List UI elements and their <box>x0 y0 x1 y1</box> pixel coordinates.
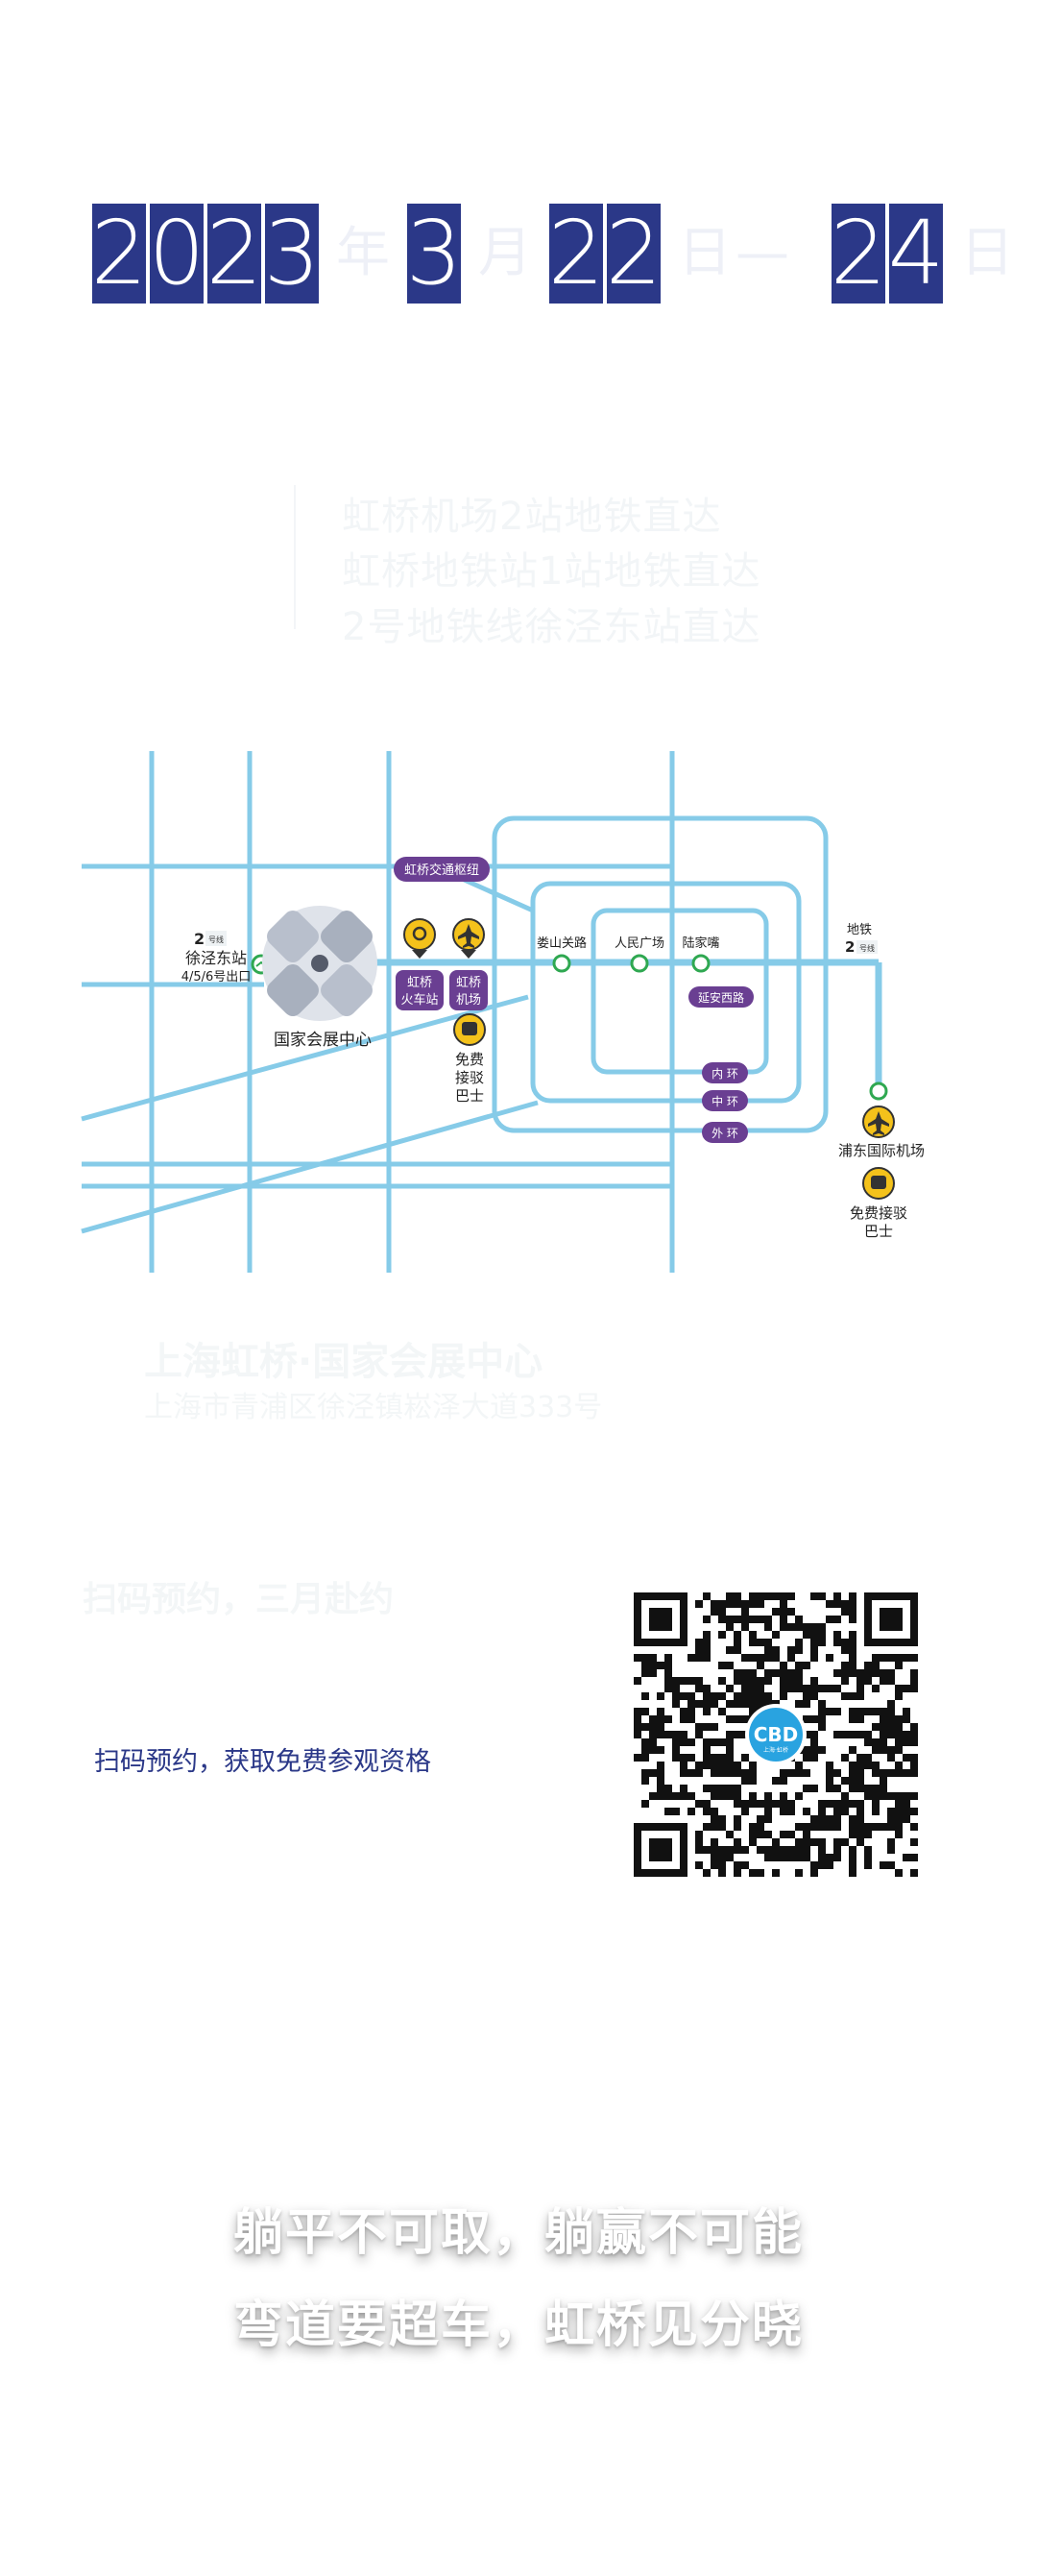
lushan-metro-icon <box>552 954 571 973</box>
venue-building-icon <box>262 906 377 1021</box>
hub-badge <box>394 857 490 882</box>
day-unit: 日 <box>678 222 732 284</box>
map-road-d1 <box>81 994 529 1122</box>
bus-left-l3: 巴士 <box>455 1087 484 1105</box>
train-pointer <box>412 950 427 959</box>
inner-ring-road <box>591 908 769 1075</box>
transit-map: 虹桥交通枢纽 2 号线 徐泾东站 4/5/6号出口 国家会展中心 虹桥 火车站 … <box>81 751 925 1273</box>
outer-ring-badge <box>702 1122 748 1143</box>
pudong-metro-icon <box>869 1081 888 1101</box>
bus-right-l2: 巴士 <box>864 1223 893 1240</box>
airport-pointer <box>461 950 476 959</box>
venue-title: 上海虹桥·国家会展中心 <box>144 1340 543 1384</box>
yanan-badge <box>688 986 754 1008</box>
month-digit: 3 <box>405 202 463 304</box>
hub-label: 虹桥交通枢纽 <box>404 863 479 878</box>
cta-text: 扫码预约，获取免费参观资格 <box>94 1747 431 1777</box>
slogan-line-2: 弯道要超车，虹桥见分晓 <box>232 2297 804 2354</box>
end-day-digit: 2 <box>830 202 887 304</box>
train-badge <box>396 970 444 1010</box>
renmin-metro-icon <box>630 954 649 973</box>
train-label-l2: 火车站 <box>400 992 438 1008</box>
date-dash: — <box>736 222 789 284</box>
pudong-label: 浦东国际机场 <box>838 1142 925 1159</box>
metro-right-tag-bg <box>856 940 878 954</box>
venue-address: 上海市青浦区徐泾镇崧泽大道333号 <box>144 1391 603 1424</box>
airport-label-l2: 机场 <box>456 993 481 1008</box>
airport-label-l1: 虹桥 <box>456 976 481 990</box>
middle-ring-badge <box>702 1090 748 1111</box>
airplane-glyph <box>458 924 479 948</box>
outer-ring-road <box>492 815 829 1133</box>
transport-line-airport: 虹桥机场2站地铁直达 <box>342 495 722 539</box>
year-unit: 年 <box>336 222 390 284</box>
metro-right-tag: 号线 <box>859 943 875 953</box>
map-lines <box>81 751 882 1273</box>
end-day-digit: 4 <box>887 202 945 304</box>
bus-left-glyph <box>462 1022 477 1035</box>
yanan-label: 延安西路 <box>698 990 744 1005</box>
outer-ring-label: 外 环 <box>711 1127 738 1140</box>
map-road-d2 <box>81 1100 539 1234</box>
transport-line-metro: 虹桥地铁站1站地铁直达 <box>342 549 761 594</box>
qr-badge-text: CBD <box>754 1723 799 1746</box>
train-label-l1: 虹桥 <box>407 976 432 990</box>
transport-divider <box>294 485 296 629</box>
start-day-digit: 2 <box>547 202 605 304</box>
qr-code[interactable]: CBD 上海·虹桥 <box>634 1592 918 1877</box>
year-digit: 3 <box>263 202 321 304</box>
xujing-exit: 4/5/6号出口 <box>181 970 252 984</box>
xujing-line-tag: 号线 <box>208 935 224 944</box>
faint-cta: 扫码预约，三月赴约 <box>83 1580 395 1619</box>
bus-right-glyph <box>871 1176 886 1189</box>
year-digit: 0 <box>148 202 205 304</box>
xujing-line-tag-bg <box>205 931 227 946</box>
metro-right-label: 地铁 <box>847 923 872 937</box>
airport-badge <box>449 970 488 1010</box>
year-digit: 2 <box>205 202 263 304</box>
train-station-icon <box>403 918 436 951</box>
station-renmin: 人民广场 <box>615 936 664 951</box>
xujing-station-name: 徐泾东站 <box>185 949 247 967</box>
xujing-line-num: 2 <box>194 930 205 948</box>
station-lujiazui: 陆家嘴 <box>682 936 719 951</box>
start-day-digit: 2 <box>605 202 663 304</box>
venue-map-label: 国家会展中心 <box>274 1031 372 1050</box>
end-day-unit: 日 <box>960 222 1014 284</box>
middle-ring-label: 中 环 <box>711 1094 738 1108</box>
pudong-airplane-glyph <box>868 1111 889 1135</box>
metro-right-num: 2 <box>845 938 855 956</box>
bus-right-l1: 免费接驳 <box>850 1204 907 1222</box>
qr-badge-icon: CBD 上海·虹桥 <box>745 1704 807 1765</box>
qr-badge-sub: 上海·虹桥 <box>763 1746 788 1754</box>
qr-code-image <box>634 1592 918 1877</box>
train-station-glyph <box>412 926 427 941</box>
station-lushan: 娄山关路 <box>537 936 587 951</box>
inner-ring-label: 内 环 <box>711 1067 738 1081</box>
month-digits: 3 <box>405 202 465 304</box>
middle-ring-road <box>530 881 802 1104</box>
inner-ring-badge <box>702 1062 748 1083</box>
year-digit: 2 <box>90 202 148 304</box>
transport-line-line2: 2号地铁线徐泾东站直达 <box>342 605 761 649</box>
lujiazui-metro-icon <box>691 954 711 973</box>
slogan-line-1: 躺平不可取，躺赢不可能 <box>232 2204 804 2262</box>
bus-left-l1: 免费 <box>455 1051 484 1068</box>
month-unit: 月 <box>478 222 532 284</box>
bus-left-l2: 接驳 <box>455 1069 484 1086</box>
